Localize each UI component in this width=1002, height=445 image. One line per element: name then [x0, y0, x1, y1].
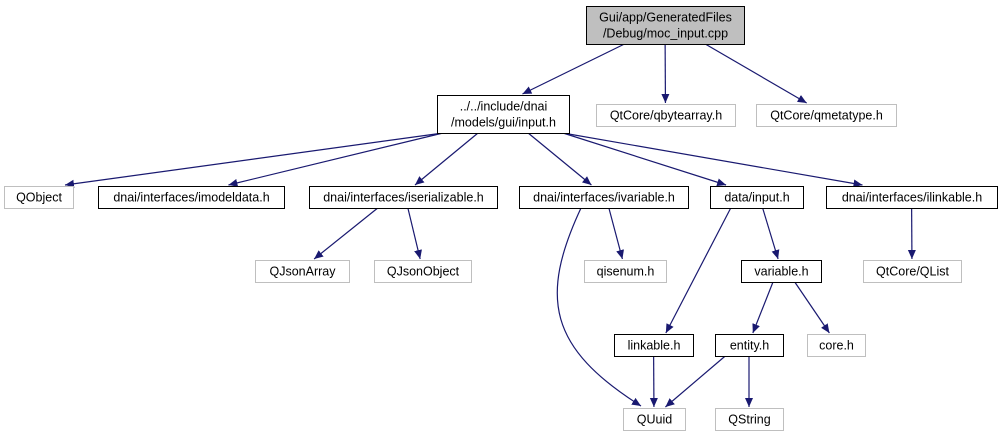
- node-imodeldata[interactable]: dnai/interfaces/imodeldata.h: [99, 187, 285, 209]
- node-qbytearray[interactable]: QtCore/qbytearray.h: [597, 105, 736, 127]
- edge-data_input-to-linkable: [666, 208, 731, 333]
- edge-input_h-to-ilinkable: [563, 133, 862, 185]
- node-quuid[interactable]: QUuid: [624, 409, 686, 431]
- node-label: variable.h: [754, 265, 808, 279]
- node-qstring[interactable]: QString: [716, 409, 784, 431]
- edge-iserializable-to-qjsonobject: [408, 208, 420, 259]
- node-label: dnai/interfaces/iserializable.h: [323, 191, 484, 205]
- node-moc[interactable]: Gui/app/GeneratedFiles/Debug/moc_input.c…: [587, 7, 745, 45]
- node-ilinkable[interactable]: dnai/interfaces/ilinkable.h: [827, 187, 998, 209]
- node-label: QString: [728, 413, 770, 427]
- edge-variable-to-core: [795, 282, 830, 333]
- edge-input_h-to-ivariable: [528, 133, 591, 185]
- node-label: linkable.h: [628, 339, 681, 353]
- node-label: Gui/app/GeneratedFiles: [599, 11, 732, 25]
- node-qlist[interactable]: QtCore/QList: [864, 261, 962, 283]
- node-label: QJsonArray: [270, 265, 337, 279]
- nodes-layer: Gui/app/GeneratedFiles/Debug/moc_input.c…: [5, 7, 998, 431]
- edge-input_h-to-imodeldata: [228, 133, 443, 185]
- node-entity[interactable]: entity.h: [716, 335, 784, 357]
- node-iserializable[interactable]: dnai/interfaces/iserializable.h: [310, 187, 498, 209]
- node-linkable[interactable]: linkable.h: [615, 335, 694, 357]
- edge-ivariable-to-quuid: [557, 208, 641, 406]
- node-input_h[interactable]: ../../include/dnai/models/gui/input.h: [438, 96, 570, 134]
- node-qobject[interactable]: QObject: [5, 187, 74, 209]
- node-label: dnai/interfaces/imodeldata.h: [113, 191, 269, 205]
- node-label: QtCore/qmetatype.h: [770, 109, 883, 123]
- edge-moc-to-input_h: [522, 44, 624, 94]
- node-label: ../../include/dnai: [460, 100, 548, 114]
- node-label: /models/gui/input.h: [451, 116, 556, 130]
- node-label: QtCore/qbytearray.h: [610, 109, 722, 123]
- node-qmetatype[interactable]: QtCore/qmetatype.h: [757, 105, 897, 127]
- node-label: qisenum.h: [597, 265, 655, 279]
- node-label: QJsonObject: [387, 265, 460, 279]
- edge-iserializable-to-qjsonarray: [314, 208, 378, 259]
- node-label: data/input.h: [724, 191, 789, 205]
- edge-input_h-to-qobject: [65, 133, 443, 185]
- node-qjsonarray[interactable]: QJsonArray: [256, 261, 350, 283]
- node-variable[interactable]: variable.h: [742, 261, 822, 283]
- node-label: dnai/interfaces/ivariable.h: [533, 191, 675, 205]
- edge-moc-to-qmetatype: [705, 44, 806, 103]
- node-label: dnai/interfaces/ilinkable.h: [842, 191, 982, 205]
- node-label: entity.h: [730, 339, 769, 353]
- node-data_input[interactable]: data/input.h: [711, 187, 804, 209]
- node-label: QtCore/QList: [876, 265, 949, 279]
- edge-ivariable-to-qisenum: [609, 208, 623, 259]
- node-label: QUuid: [637, 413, 672, 427]
- node-ivariable[interactable]: dnai/interfaces/ivariable.h: [520, 187, 689, 209]
- edge-variable-to-entity: [753, 282, 773, 333]
- node-label: core.h: [819, 339, 854, 353]
- edge-entity-to-quuid: [665, 356, 725, 407]
- edge-input_h-to-iserializable: [415, 133, 478, 185]
- edge-input_h-to-data_input: [563, 133, 726, 185]
- node-core[interactable]: core.h: [808, 335, 866, 357]
- node-qisenum[interactable]: qisenum.h: [585, 261, 667, 283]
- node-qjsonobject[interactable]: QJsonObject: [375, 261, 472, 283]
- edge-data_input-to-variable: [763, 208, 778, 259]
- node-label: /Debug/moc_input.cpp: [603, 27, 728, 41]
- node-label: QObject: [16, 191, 62, 205]
